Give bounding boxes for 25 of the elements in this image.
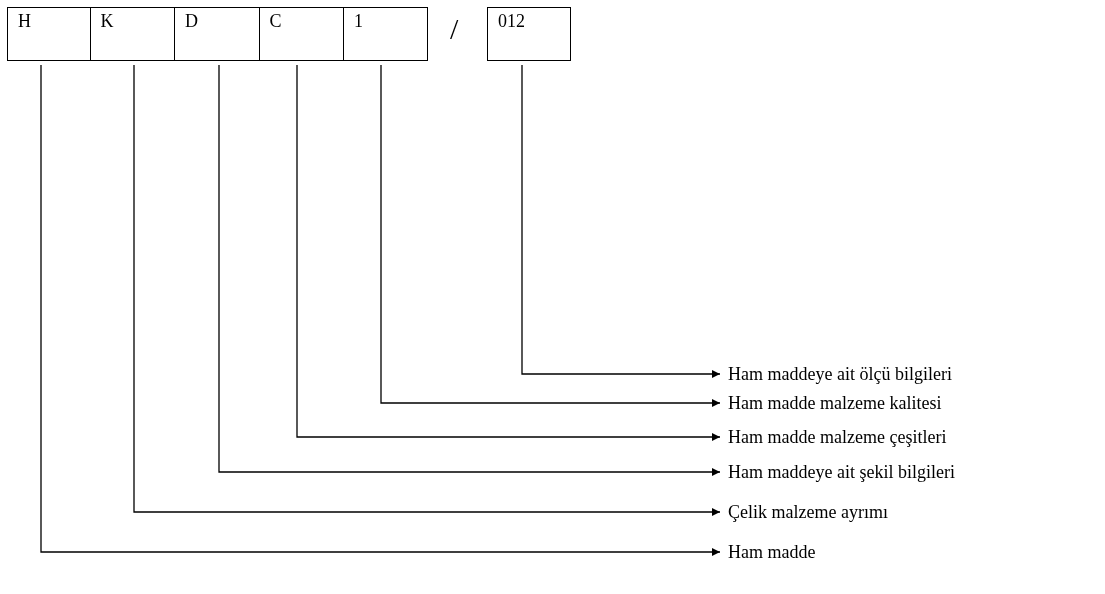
code-field (7, 7, 91, 61)
description-text: Çelik malzeme ayrımı (728, 501, 888, 523)
code-character: 1 (354, 11, 363, 31)
leader-arrow (133, 64, 721, 516)
leader-arrow (296, 64, 721, 441)
leader-arrow (521, 64, 721, 378)
separator-slash: / (450, 12, 459, 46)
code-character: D (185, 11, 198, 31)
code-field (174, 7, 260, 61)
code-field (487, 7, 571, 61)
leader-arrow (380, 64, 721, 407)
description-text: Ham madde malzeme çeşitleri (728, 426, 947, 448)
leader-arrow (218, 64, 721, 476)
description-text: Ham madde malzeme kalitesi (728, 392, 942, 414)
code-field (89, 7, 176, 61)
code-character: 012 (498, 11, 525, 31)
code-character: C (269, 11, 282, 31)
description-text: Ham maddeye ait şekil bilgileri (728, 461, 955, 483)
code-field (343, 7, 428, 61)
code-character: H (18, 11, 31, 31)
code-character: K (100, 11, 114, 31)
description-text: Ham madde (728, 541, 816, 563)
leader-arrow (40, 64, 721, 556)
code-field (258, 7, 345, 61)
description-text: Ham maddeye ait ölçü bilgileri (728, 363, 952, 385)
